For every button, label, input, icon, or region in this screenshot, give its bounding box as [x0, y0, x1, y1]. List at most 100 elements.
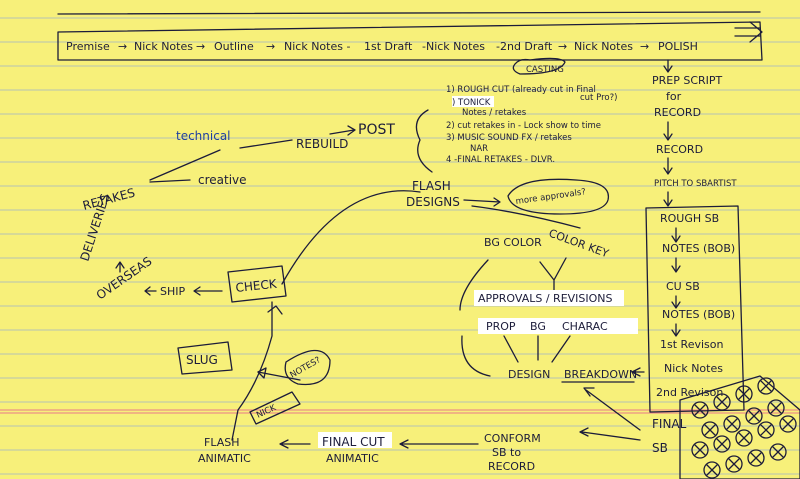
- crossed-circle-icon: [703, 461, 721, 479]
- crossed-circle-icon: [723, 415, 741, 433]
- post-item-4: 4 -FINAL RETAKES - DLVR.: [446, 155, 555, 165]
- post-item-1: 1) ROUGH CUT (already cut in Final: [446, 85, 596, 95]
- svg-text:→: →: [118, 40, 127, 53]
- crossed-circle-icon: [757, 377, 775, 395]
- crossed-circle-icon: [747, 449, 765, 467]
- final-cut-animatic: ANIMATIC: [326, 452, 379, 465]
- notes-question: NOTES?: [289, 355, 323, 380]
- post-item-1b: cut Pro?): [580, 93, 617, 103]
- crossed-circle-mark: [716, 438, 728, 450]
- nick-box: [249, 391, 301, 425]
- overseas-label: OVERSEAS: [94, 254, 155, 302]
- svg-text:→: →: [266, 40, 275, 53]
- conform-3: RECORD: [488, 460, 535, 473]
- crossed-circle-icon: [713, 393, 731, 411]
- bg-color: BG COLOR: [484, 236, 542, 249]
- crossed-circle-mark: [694, 444, 706, 456]
- paper-rules: [0, 17, 800, 475]
- svg-text:→: →: [640, 40, 649, 53]
- crossed-circle-mark: [706, 464, 718, 476]
- rebuild-label: REBUILD: [296, 137, 348, 151]
- check-label: CHECK: [235, 277, 279, 295]
- more-approvals: more approvals?: [515, 187, 586, 207]
- double-arrow-icon: [734, 21, 763, 43]
- casting: CASTING: [512, 57, 566, 75]
- flash-animatic-1: FLASH: [204, 436, 240, 449]
- pipeline-premise: Premise: [66, 40, 110, 53]
- slug-box: [177, 341, 233, 375]
- notes-bob-1: NOTES (BOB): [662, 242, 735, 255]
- charac-label: CHARAC: [562, 320, 608, 333]
- crossed-circle-mark: [738, 388, 750, 400]
- cu-sb: CU SB: [666, 280, 700, 293]
- crossed-circle-mark: [694, 404, 706, 416]
- post-item-2: 2) cut retakes in - Lock show to time: [446, 121, 601, 131]
- technical-label: technical: [176, 129, 231, 143]
- notes-bob-2: NOTES (BOB): [662, 308, 735, 321]
- design-section: FLASH DESIGNS more approvals? BG COLOR C…: [281, 178, 645, 383]
- right-column: PREP SCRIPT for RECORD RECORD PITCH TO S…: [645, 59, 745, 455]
- flash-designs-1: FLASH: [412, 179, 451, 193]
- storyboard-box: [645, 205, 745, 413]
- crossed-circle-mark: [738, 432, 750, 444]
- to-nick: ) TONICK: [452, 98, 491, 108]
- bg-label: BG: [530, 320, 546, 333]
- prep-script: PREP SCRIPT: [652, 74, 723, 87]
- svg-text:→: →: [558, 40, 567, 53]
- final-label: FINAL: [652, 417, 687, 431]
- post-section: POST REBUILD technical creative 1) ROUGH…: [149, 85, 617, 187]
- pipeline-nick-notes-2: Nick Notes -: [284, 40, 350, 53]
- nick-notes-right: Nick Notes: [664, 362, 723, 375]
- crossed-circle-mark: [782, 418, 794, 430]
- rough-sb: ROUGH SB: [660, 212, 719, 225]
- nick-label: NICK: [255, 403, 278, 421]
- crossed-circle-mark: [716, 396, 728, 408]
- record-2: RECORD: [656, 143, 703, 156]
- post-bracket: [415, 109, 433, 173]
- crossed-circle-icon: [691, 401, 709, 419]
- pipeline-row: Premise → Nick Notes → Outline → Nick No…: [57, 11, 763, 61]
- crossed-circle-icon: [701, 421, 719, 439]
- color-key: COLOR KEY: [547, 227, 611, 261]
- crossed-circle-icon: [779, 415, 797, 433]
- sb-label: SB: [652, 441, 668, 455]
- post-label: POST: [358, 122, 395, 138]
- slug-label: SLUG: [186, 353, 218, 367]
- svg-text:→: →: [196, 40, 205, 53]
- crossed-circle-mark: [760, 424, 772, 436]
- crossed-circle-mark: [760, 380, 772, 392]
- crossed-circle-mark: [750, 452, 762, 464]
- crossed-circle-icon: [745, 407, 763, 425]
- prop-label: PROP: [486, 320, 516, 333]
- crossed-circle-mark: [704, 424, 716, 436]
- crossed-circle-icon: [767, 399, 785, 417]
- prep-for: for: [666, 90, 682, 103]
- crossed-circle-icon: [769, 443, 787, 461]
- check-box: [227, 265, 287, 303]
- crossed-circle-icon: [725, 455, 743, 473]
- crossed-circle-icon: [735, 385, 753, 403]
- crossed-circle-mark: [770, 402, 782, 414]
- pitch-to-sb-artist: PITCH TO SBARTIST: [654, 179, 737, 189]
- pipeline-outline: Outline: [214, 40, 254, 53]
- design-breakdown-1: DESIGN: [508, 368, 550, 381]
- crossed-circle-mark: [726, 418, 738, 430]
- flash-designs-2: DESIGNS: [406, 195, 460, 209]
- crossed-circle-icon: [735, 429, 753, 447]
- design-breakdown-2: BREAKDOWN: [564, 368, 637, 381]
- nar-label: NAR: [470, 144, 488, 154]
- pipeline-first-draft: 1st Draft: [364, 40, 413, 53]
- second-revision: 2nd Revison: [656, 386, 723, 399]
- pipeline-nick-notes-1: Nick Notes: [134, 40, 193, 53]
- creative-label: creative: [198, 173, 247, 187]
- crossed-circles-doodle: [679, 375, 800, 479]
- post-item-3: 3) MUSIC SOUND FX / retakes: [446, 133, 572, 143]
- crossed-circle-icon: [757, 421, 775, 439]
- final-cut-label: FINAL CUT: [322, 435, 385, 449]
- conform-1: CONFORM: [484, 432, 541, 445]
- pipeline-second-draft: -2nd Draft: [496, 40, 553, 53]
- crossed-circle-mark: [772, 446, 784, 458]
- flash-animatic-2: ANIMATIC: [198, 452, 251, 465]
- crossed-circle-icon: [691, 441, 709, 459]
